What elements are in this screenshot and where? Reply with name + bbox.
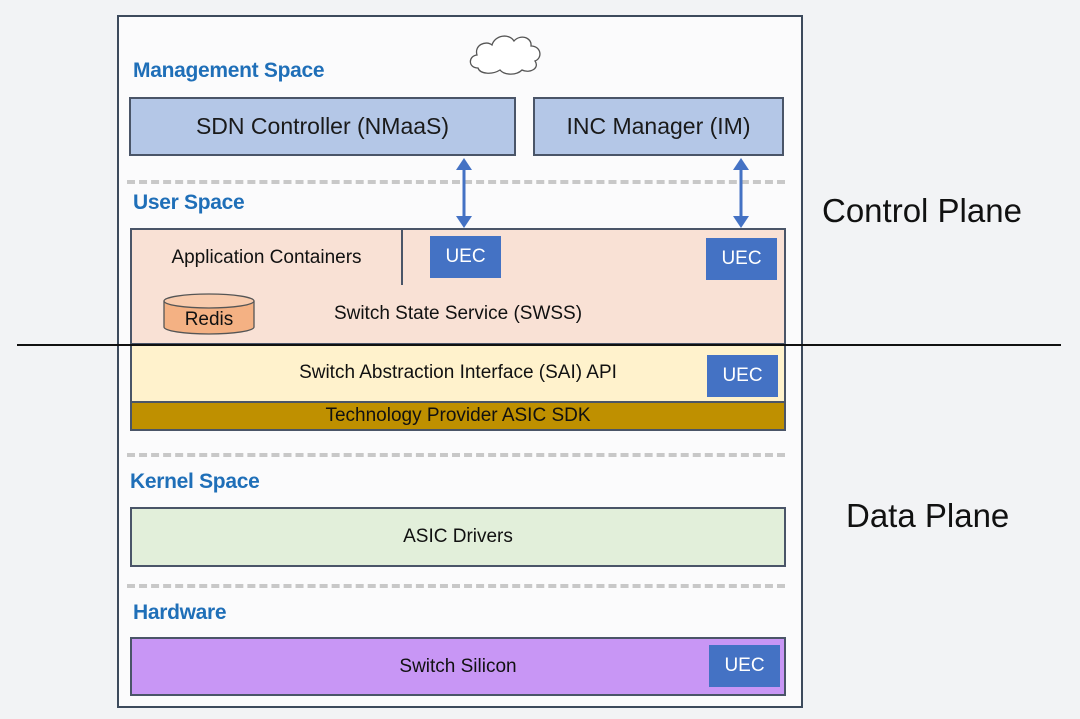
user-space-title: User Space [133,191,245,214]
bidirectional-arrow-icon [456,158,472,228]
uec-badge: UEC [706,238,777,280]
section-divider [127,180,785,184]
hardware-title: Hardware [133,601,227,624]
asic-sdk-label: Technology Provider ASIC SDK [325,405,591,426]
asic-sdk-bar: Technology Provider ASIC SDK [130,401,786,431]
uec-badge: UEC [707,355,778,397]
data-plane-label: Data Plane [846,497,1010,534]
sai-api-label: Switch Abstraction Interface (SAI) API [299,362,617,383]
asic-drivers-box: ASIC Drivers [130,507,786,567]
application-containers-label: Application Containers [171,246,362,268]
kernel-space-title: Kernel Space [130,470,260,493]
inc-manager-label: INC Manager (IM) [566,113,751,139]
inc-manager-box: INC Manager (IM) [533,97,784,156]
database-icon [163,293,255,335]
plane-boundary-line [17,344,1061,346]
uec-badge: UEC [430,236,501,278]
swss-label: Switch State Service (SWSS) [333,303,583,324]
redis-label: Redis [184,309,234,330]
uec-badge: UEC [709,645,780,687]
sdn-controller-box: SDN Controller (NMaaS) [129,97,516,156]
application-containers-box: Application Containers [130,228,403,287]
sdn-controller-label: SDN Controller (NMaaS) [195,113,450,139]
control-plane-label: Control Plane [822,192,1022,229]
management-space-title: Management Space [133,59,325,82]
sai-api-box: Switch Abstraction Interface (SAI) API [130,345,786,401]
asic-drivers-label: ASIC Drivers [403,526,513,547]
bidirectional-arrow-icon [733,158,749,228]
cloud-icon [469,35,541,75]
section-divider [127,584,785,588]
switch-silicon-label: Switch Silicon [399,655,517,677]
switch-silicon-box: Switch Silicon [130,637,786,696]
section-divider [127,453,785,457]
